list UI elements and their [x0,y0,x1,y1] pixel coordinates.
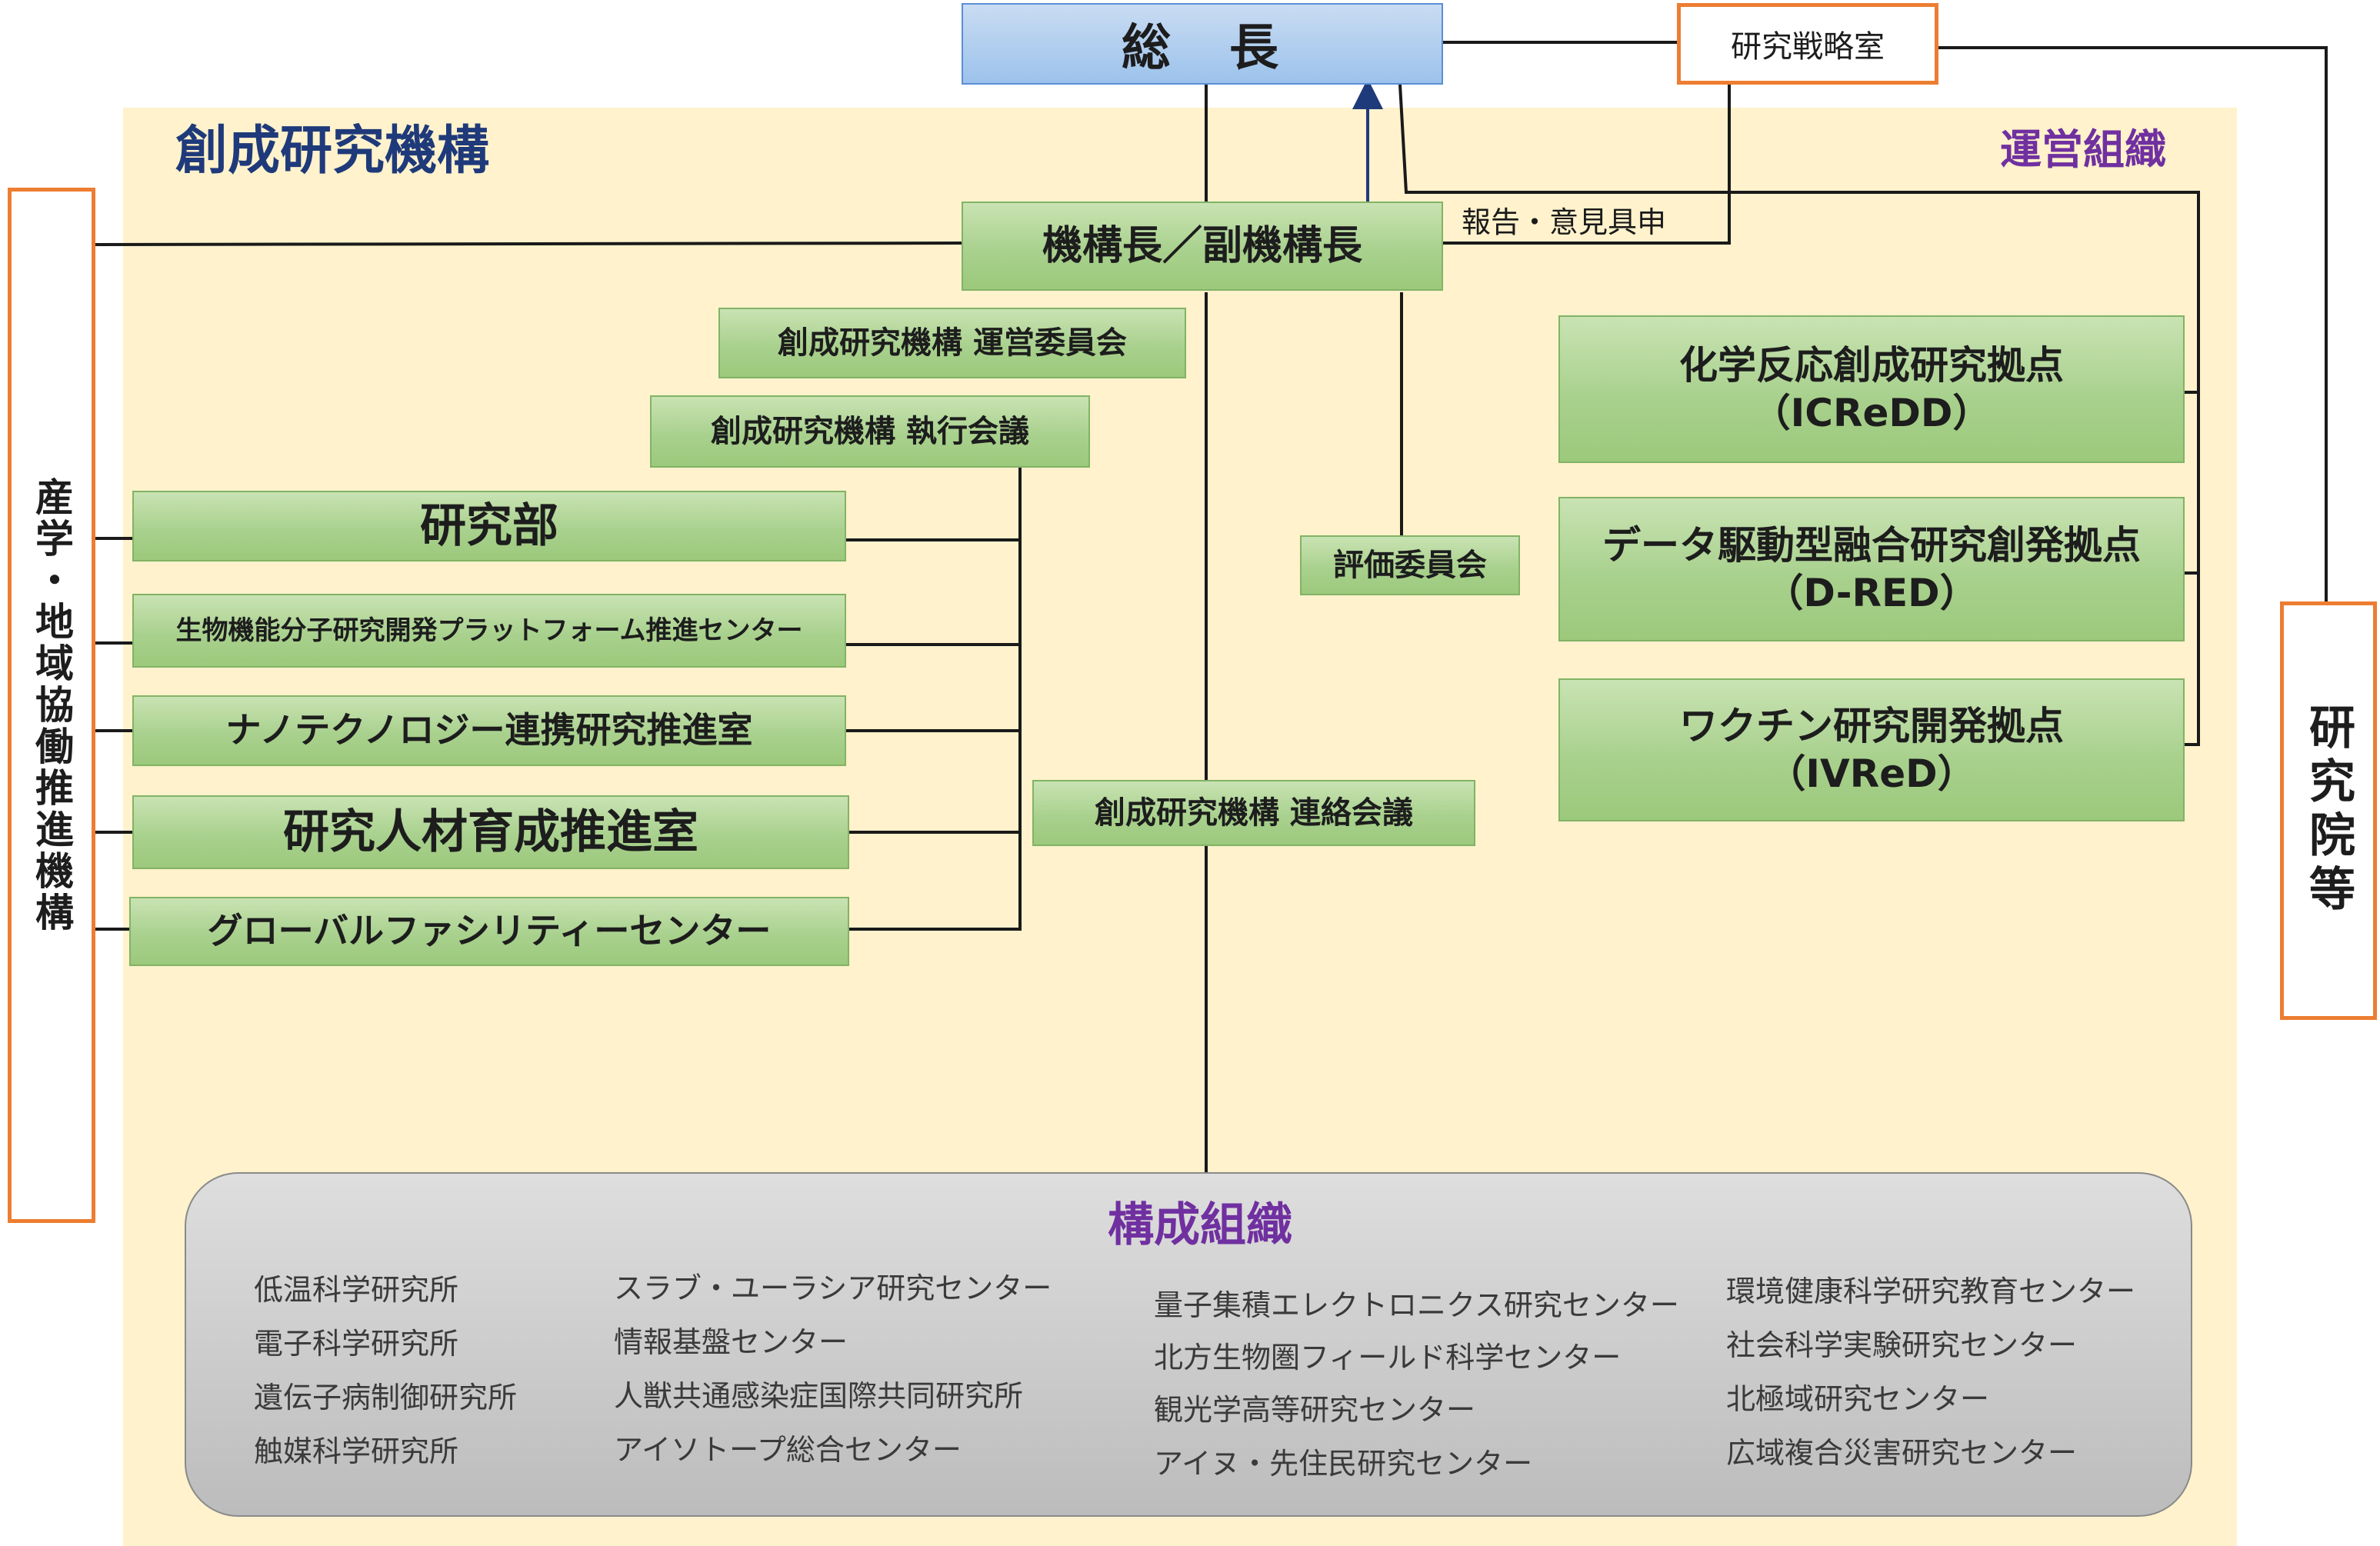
member-item: 量子集積エレクトロニクス研究センター [1154,1288,1679,1322]
member-item: 社会科学実験研究センター [1726,1328,2078,1362]
base-abbr: （IVReD） [1767,751,1976,796]
president-box: 総 長 [962,3,1443,85]
biomolecule-platform-box: 生物機能分子研究開発プラットフォーム推進センター [132,594,846,668]
icredd-box: 化学反応創成研究拠点 （ICReDD） [1558,315,2185,463]
industry-collaboration-label: 産学・地域協働推進機構 [29,477,74,934]
left-unit-label: 生物機能分子研究開発プラットフォーム推進センター [175,615,803,646]
liaison-council-box: 創成研究機構 連絡会議 [1032,780,1475,846]
dred-box: データ駆動型融合研究創発拠点 （D-RED） [1558,497,2185,641]
left-unit-label: 研究部 [420,498,558,553]
executive-council-label: 創成研究機構 執行会議 [711,414,1029,449]
member-item: 北方生物圏フィールド科学センター [1154,1341,1622,1374]
member-item: 環境健康科学研究教育センター [1726,1274,2136,1308]
evaluation-committee-label: 評価委員会 [1333,548,1487,583]
base-name: ワクチン研究開発拠点 [1679,703,2064,748]
member-item: アイソトープ総合センター [614,1433,962,1467]
left-unit-label: ナノテクノロジー連携研究推進室 [225,709,753,751]
member-item: 広域複合災害研究センター [1726,1436,2078,1470]
research-division-box: 研究部 [132,491,846,561]
member-item: 電子科学研究所 [254,1327,459,1361]
global-facility-box: グローバルファシリティーセンター [129,897,849,966]
graduate-schools-box: 研究院等 [2280,601,2377,1020]
member-item: アイヌ・先住民研究センター [1154,1447,1533,1481]
member-title: 構成組織 [1108,1198,1292,1252]
base-abbr: （ICReDD） [1752,391,1992,435]
member-item: 観光学高等研究センター [1154,1393,1476,1427]
executive-council-box: 創成研究機構 執行会議 [650,395,1090,468]
liaison-council-label: 創成研究機構 連絡会議 [1095,795,1413,831]
report-label: 報告・意見具申 [1462,205,1667,239]
member-item: 遺伝子病制御研究所 [254,1381,518,1414]
member-item: 北極域研究センター [1726,1382,1990,1416]
industry-collaboration-box: 産学・地域協働推進機構 [8,188,95,1223]
ivred-box: ワクチン研究開発拠点 （IVReD） [1558,678,2185,821]
strategy-office-box: 研究戦略室 [1677,3,1938,85]
graduate-schools-label: 研究院等 [2301,703,2355,918]
member-item: スラブ・ユーラシア研究センター [614,1271,1052,1305]
left-unit-label: グローバルファシリティーセンター [207,910,772,952]
base-name: データ駆動型融合研究創発拠点 [1602,522,2141,568]
left-unit-label: 研究人材育成推進室 [283,805,698,859]
nanotech-office-box: ナノテクノロジー連携研究推進室 [132,695,846,766]
org-title: 創成研究機構 [175,121,490,182]
strategy-office-label: 研究戦略室 [1731,29,1885,65]
talent-development-box: 研究人材育成推進室 [132,795,849,869]
member-item: 人獣共通感染症国際共同研究所 [614,1379,1024,1413]
steering-committee-box: 創成研究機構 運営委員会 [718,308,1186,378]
president-label: 総 長 [1122,20,1283,77]
steering-committee-label: 創成研究機構 運営委員会 [778,325,1127,361]
member-item: 情報基盤センター [614,1325,848,1359]
director-label: 機構長／副機構長 [1042,222,1362,269]
base-abbr: （D-RED） [1765,571,1978,615]
director-box: 機構長／副機構長 [962,202,1443,291]
member-organizations-panel [185,1172,2192,1517]
evaluation-committee-box: 評価委員会 [1300,535,1520,595]
member-item: 触媒科学研究所 [254,1434,459,1468]
management-label: 運営組織 [2000,125,2166,174]
base-name: 化学反応創成研究拠点 [1679,342,2064,388]
member-item: 低温科学研究所 [254,1273,459,1307]
